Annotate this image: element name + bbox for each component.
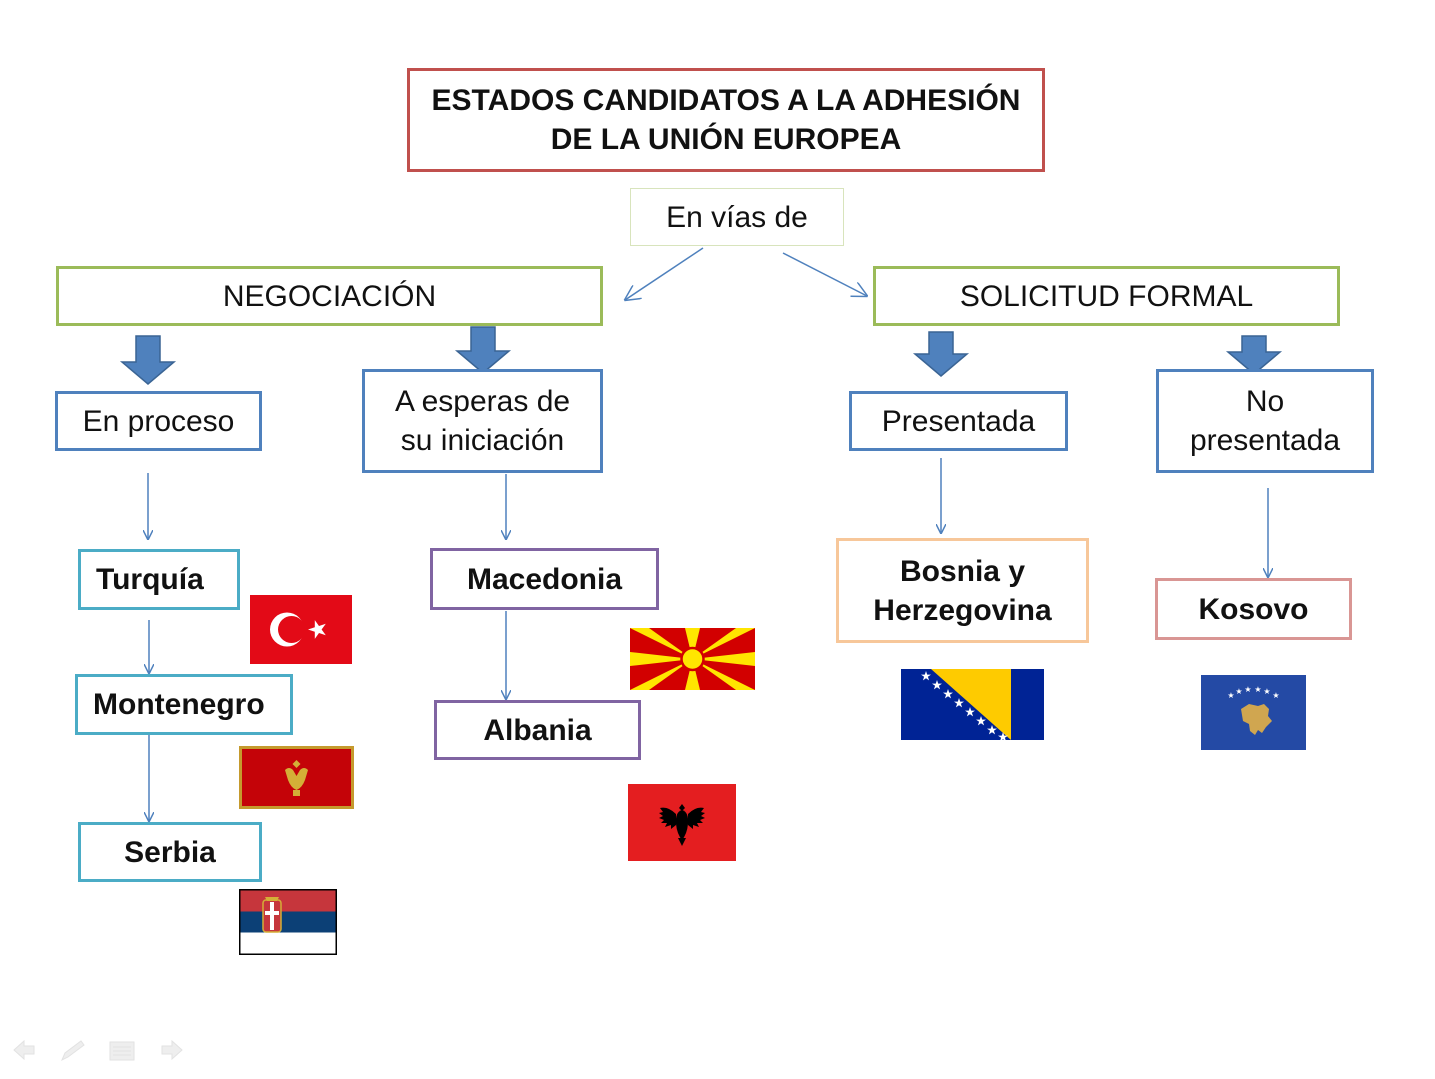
country-serbia: Serbia (78, 822, 262, 882)
svg-text:★: ★ (1244, 685, 1251, 694)
country-turquia: Turquía (78, 549, 240, 610)
svg-text:★: ★ (1254, 685, 1261, 694)
country-albania: Albania (434, 700, 641, 760)
montenegro-flag-icon (239, 746, 354, 809)
block-arrow-no-presentada (1225, 335, 1283, 375)
arrow-to-negociacion (625, 247, 704, 300)
pen-icon[interactable] (61, 1040, 85, 1062)
country-montenegro: Montenegro (75, 674, 293, 735)
arrow-to-solicitud (782, 252, 867, 296)
block-arrow-a-esperas (454, 326, 512, 374)
node-en-proceso: En proceso (55, 391, 262, 451)
diagram-title: ESTADOS CANDIDATOS A LA ADHESIÓN DE LA U… (407, 68, 1045, 172)
serbia-flag-icon (239, 889, 337, 955)
country-kosovo: Kosovo (1155, 578, 1352, 640)
svg-text:★: ★ (1263, 687, 1270, 696)
node-a-esperas: A esperas de su iniciación (362, 369, 603, 473)
branch-solicitud-formal: SOLICITUD FORMAL (873, 266, 1340, 326)
previous-slide-icon[interactable] (13, 1039, 35, 1061)
macedonia-flag-icon (630, 628, 755, 690)
svg-text:★: ★ (1235, 687, 1242, 696)
bosnia-flag-icon (901, 669, 1044, 740)
country-macedonia: Macedonia (430, 548, 659, 610)
country-bosnia: Bosnia y Herzegovina (836, 538, 1089, 643)
branch-negociacion: NEGOCIACIÓN (56, 266, 603, 326)
turkey-flag-icon (250, 595, 352, 664)
slideshow-controls (13, 1039, 183, 1062)
block-arrow-en-proceso (119, 335, 177, 385)
slide-menu-icon[interactable] (109, 1041, 135, 1061)
block-arrow-presentada (912, 331, 970, 377)
kosovo-flag-icon: ★ ★ ★ ★ ★ ★ (1201, 675, 1306, 750)
albania-flag-icon (628, 784, 736, 861)
node-presentada: Presentada (849, 391, 1068, 451)
connector-label: En vías de (630, 188, 844, 246)
node-no-presentada: No presentada (1156, 369, 1374, 473)
svg-text:★: ★ (1227, 691, 1234, 700)
next-slide-icon[interactable] (161, 1039, 183, 1061)
svg-text:★: ★ (1272, 691, 1279, 700)
